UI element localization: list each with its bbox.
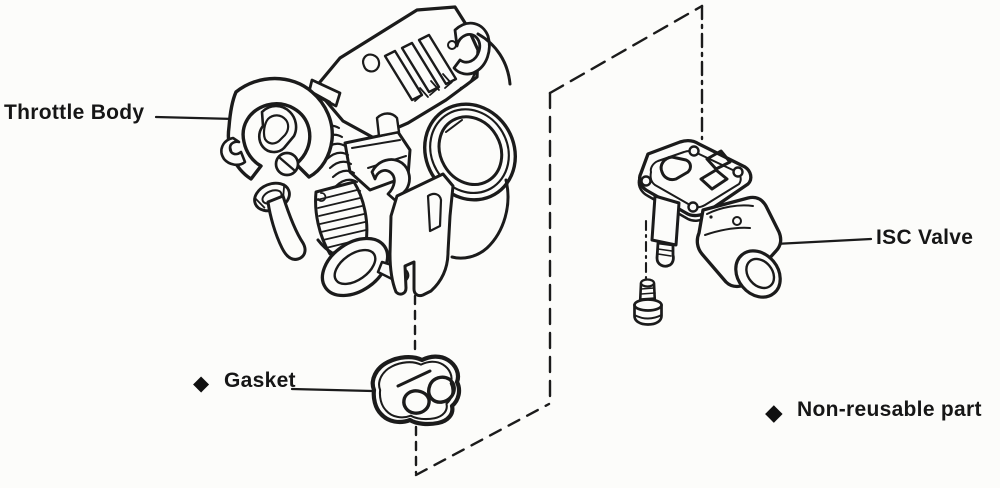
body-right-contour xyxy=(450,178,510,260)
plane-top-dashed-line xyxy=(548,4,704,95)
gasket-divider-line xyxy=(396,369,432,388)
flange-port-triangle xyxy=(705,149,732,171)
gasket-label: Gasket xyxy=(224,369,296,392)
gasket-drawing xyxy=(370,354,462,427)
cable-guide-hook xyxy=(370,158,411,203)
nozzle-ribs xyxy=(657,248,673,257)
bolt-head-flange-line xyxy=(633,314,663,320)
c-mark xyxy=(317,192,327,202)
gasket-hole-right xyxy=(426,375,456,404)
throttle-body-drawing xyxy=(220,5,518,298)
bottom-mounting-boss xyxy=(320,236,390,298)
bracket-slot xyxy=(426,192,443,233)
bore-highlight xyxy=(445,119,463,133)
flange-port-left xyxy=(659,155,692,182)
bore-mid-rim xyxy=(429,108,510,195)
valve-body-dot xyxy=(709,215,713,219)
cam-body-join xyxy=(310,90,332,104)
housing-rib-2 xyxy=(400,41,441,94)
gasket-non-reusable-marker-icon: ◆ xyxy=(193,372,210,395)
isc-mounting-bolt-drawing xyxy=(633,278,663,326)
boss-inner xyxy=(333,248,377,286)
housing-rib-3 xyxy=(417,33,458,86)
bolt-shaft-tip xyxy=(639,278,656,288)
screw-slot xyxy=(278,156,296,172)
valve-body-screw xyxy=(732,216,742,226)
isc-flange-inner-rim xyxy=(649,149,742,209)
bore-opening xyxy=(437,115,504,186)
isc-connector-barrel xyxy=(734,249,782,299)
throttle-bore xyxy=(422,102,518,202)
explosion-plane-dashed-lines xyxy=(413,4,704,477)
gasket-hole-lower xyxy=(402,389,431,415)
housing-right-contour xyxy=(476,32,512,86)
sensor-post xyxy=(375,112,401,138)
flange-bolt-hole-right xyxy=(732,166,744,178)
housing-hatch-marks xyxy=(414,73,453,102)
gasket-leader-line xyxy=(290,387,374,393)
throttle-body-leader-line xyxy=(154,115,237,121)
cam-hook xyxy=(220,136,247,167)
flange-port-square xyxy=(699,168,729,191)
cam-kidney-slot xyxy=(262,114,290,145)
isc-hose-tube xyxy=(650,194,681,247)
housing-slot xyxy=(362,53,381,73)
bolt-head-top xyxy=(633,298,663,312)
flange-bolt-hole-top xyxy=(688,145,700,157)
isc-valve-leader-line xyxy=(773,237,873,246)
isc-valve-drawing xyxy=(633,139,783,326)
adjuster-threads xyxy=(316,189,367,249)
clamp-screw-hole xyxy=(447,40,457,50)
fork-bracket xyxy=(388,172,455,298)
leader-lines xyxy=(154,115,873,393)
housing-left-bracket xyxy=(307,78,342,108)
legend-non-reusable-label: Non-reusable part xyxy=(797,398,982,421)
valve-body-face-line xyxy=(704,204,754,236)
isc-valve-label: ISC Valve xyxy=(876,226,974,249)
flange-bolt-hole-left xyxy=(640,175,652,187)
barrel-inner xyxy=(745,257,776,290)
flange-bolt-hole-bottom xyxy=(687,201,699,213)
plane-bottom-dashed-line xyxy=(414,402,551,477)
throttle-lever-arm xyxy=(266,194,307,261)
legend-non-reusable-marker-icon: ◆ xyxy=(765,399,783,425)
throttle-body-label: Throttle Body xyxy=(4,101,145,124)
clamp-tail xyxy=(459,70,477,90)
